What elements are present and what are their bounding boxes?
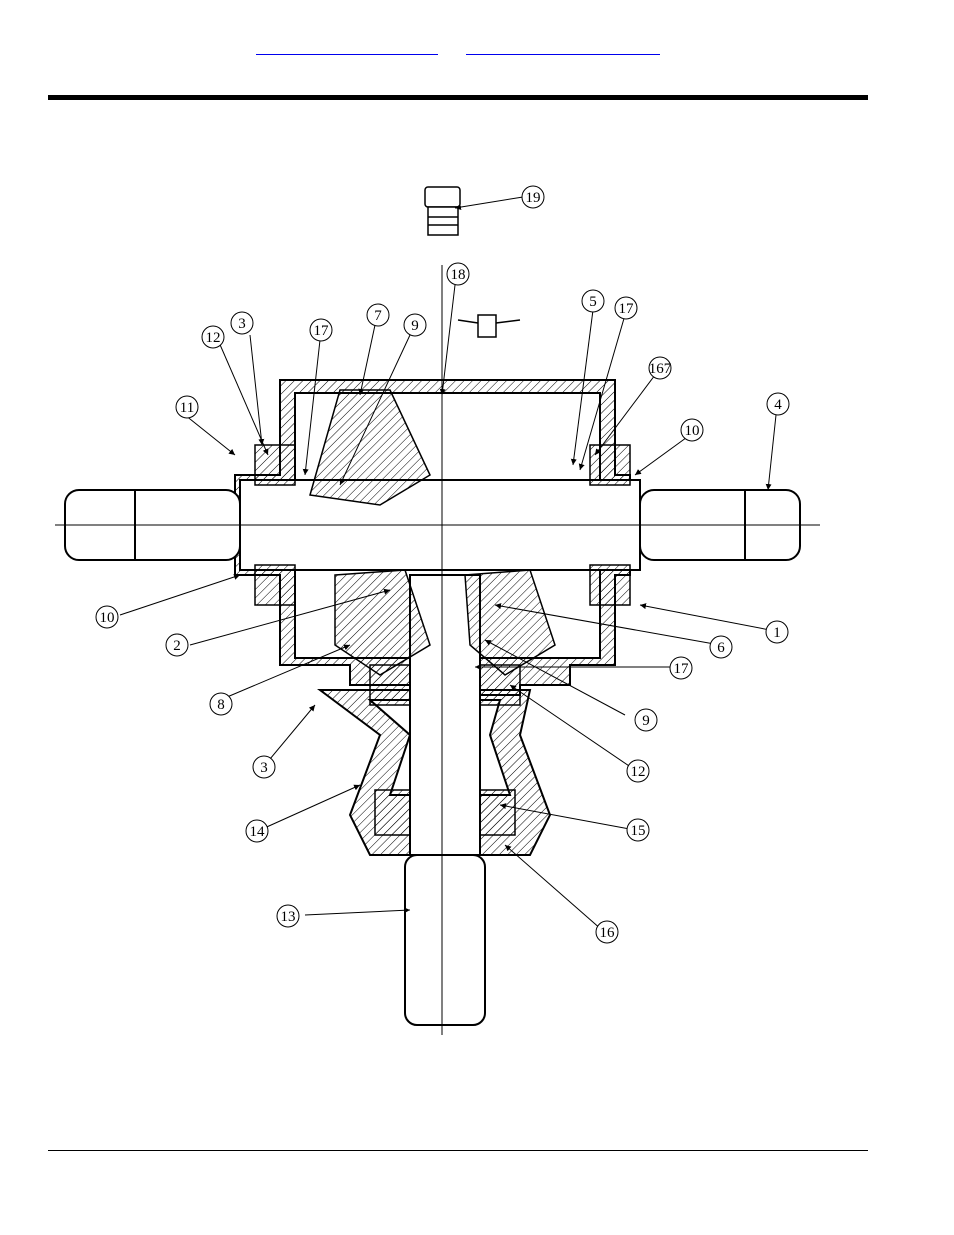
header-link-2[interactable] <box>466 36 660 55</box>
callout-10-right: 10 <box>681 419 703 441</box>
callout-12-left: 12 <box>202 326 224 348</box>
callout-3-lower: 3 <box>253 756 275 778</box>
breather-plug <box>425 187 520 337</box>
callout-9-top: 9 <box>404 314 426 336</box>
callout-1: 1 <box>766 621 788 643</box>
svg-text:1: 1 <box>773 625 781 641</box>
top-divider <box>48 95 868 100</box>
callout-12-lower: 12 <box>627 760 649 782</box>
svg-text:11: 11 <box>180 400 194 416</box>
svg-text:16: 16 <box>600 925 616 941</box>
callout-2: 2 <box>166 634 188 656</box>
svg-text:10: 10 <box>100 610 115 626</box>
callout-11: 11 <box>176 396 198 418</box>
svg-text:5: 5 <box>589 294 597 310</box>
callout-167: 167 <box>649 357 672 379</box>
svg-text:12: 12 <box>631 764 646 780</box>
callout-9-lower: 9 <box>635 709 657 731</box>
callout-8: 6 <box>710 636 732 658</box>
callout-16: 16 <box>596 921 618 943</box>
svg-text:3: 3 <box>260 760 268 776</box>
svg-text:15: 15 <box>631 823 646 839</box>
svg-text:10: 10 <box>685 423 700 439</box>
svg-text:13: 13 <box>281 909 296 925</box>
svg-text:17: 17 <box>619 301 635 317</box>
callout-4: 4 <box>767 393 789 415</box>
svg-text:7: 7 <box>374 308 382 324</box>
callout-3-top: 3 <box>231 312 253 334</box>
svg-text:12: 12 <box>206 330 221 346</box>
svg-text:4: 4 <box>774 397 782 413</box>
svg-text:167: 167 <box>649 361 672 377</box>
callout-17-lower: 17 <box>670 657 692 679</box>
svg-text:9: 9 <box>642 713 650 729</box>
horizontal-shaft <box>55 480 820 570</box>
svg-text:18: 18 <box>451 267 466 283</box>
svg-text:3: 3 <box>238 316 246 332</box>
bottom-divider <box>48 1150 868 1151</box>
callout-18: 18 <box>447 263 469 285</box>
svg-text:17: 17 <box>314 323 330 339</box>
callout-7: 7 <box>367 304 389 326</box>
callout-6: 8 <box>210 693 232 715</box>
callout-15: 15 <box>627 819 649 841</box>
svg-text:2: 2 <box>173 638 181 654</box>
callout-5: 5 <box>582 290 604 312</box>
svg-text:9: 9 <box>411 318 419 334</box>
callout-14: 14 <box>246 820 268 842</box>
callout-19: 19 <box>522 186 544 208</box>
svg-text:14: 14 <box>250 824 266 840</box>
callout-17-left: 17 <box>310 319 332 341</box>
callout-13: 13 <box>277 905 299 927</box>
header-link-1[interactable] <box>256 36 438 55</box>
callout-17-right: 17 <box>615 297 637 319</box>
gearbox-exploded-diagram: 19 18 3 12 11 17 7 9 5 17 167 10 4 10 2 … <box>50 175 830 1045</box>
callout-10-left: 10 <box>96 606 118 628</box>
svg-text:17: 17 <box>674 661 690 677</box>
svg-text:19: 19 <box>526 190 541 206</box>
svg-text:6: 6 <box>717 640 725 656</box>
svg-text:8: 8 <box>217 697 225 713</box>
